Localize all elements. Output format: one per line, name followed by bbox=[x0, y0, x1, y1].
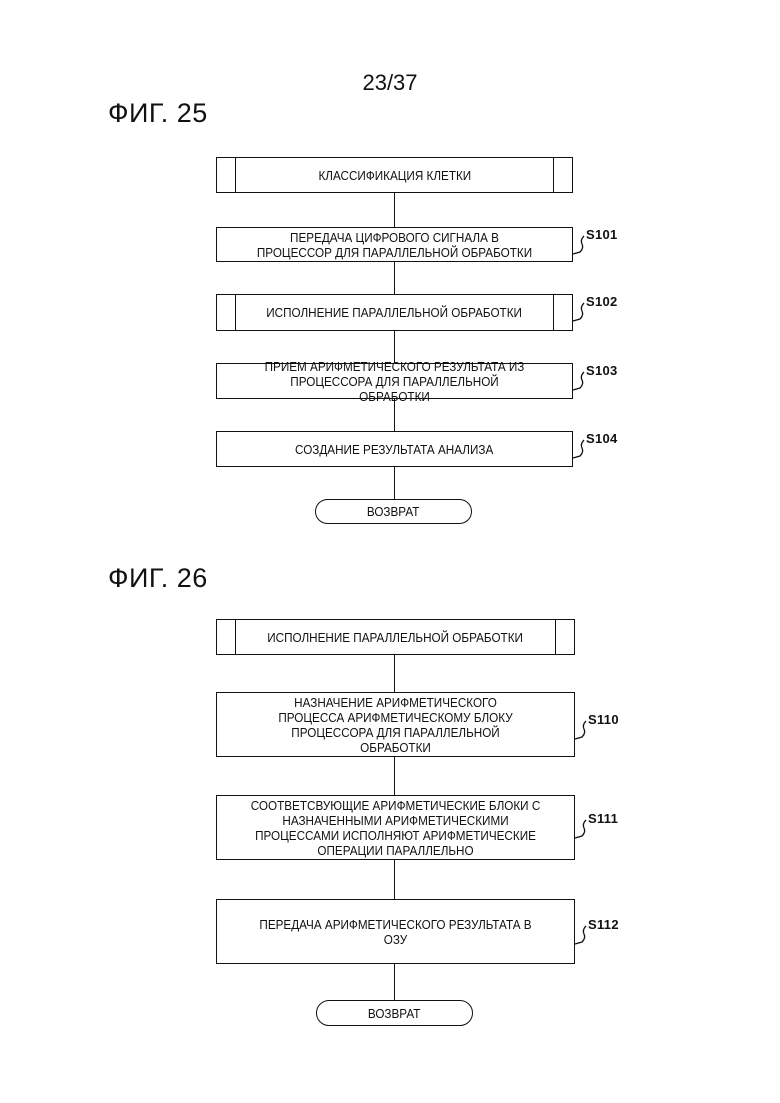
leader-s110 bbox=[575, 721, 586, 739]
leader-s101 bbox=[573, 236, 584, 254]
leader-s103 bbox=[573, 372, 584, 390]
leader-s112 bbox=[575, 926, 586, 944]
leader-s104 bbox=[573, 440, 584, 458]
leader-s111 bbox=[575, 820, 586, 838]
leader-s102 bbox=[573, 303, 584, 321]
